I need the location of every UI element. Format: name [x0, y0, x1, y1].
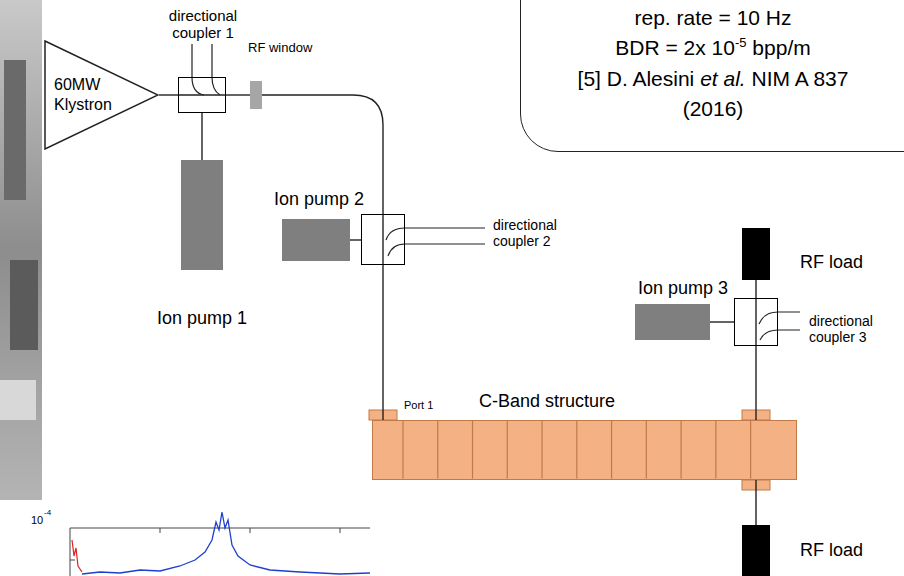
component-label: RF window [248, 41, 312, 56]
accelerating-structure: C-Band structure [372, 420, 797, 480]
component-label: Ion pump 1 [137, 308, 267, 329]
parameter-text: et al. [700, 67, 746, 90]
ion-pump: Ion pump 2 [282, 219, 350, 261]
component-label: RF load [800, 252, 863, 273]
cell-wall [611, 421, 612, 479]
waveguide-connector [201, 113, 202, 160]
parameter-line: [5] D. Alesiniet al.NIM A 837 (2016) [548, 64, 878, 125]
cell-wall [715, 421, 716, 479]
cell-wall [402, 421, 403, 479]
parameter-box: rep. rate = 10 Hz BDR = 2x 10-5 bpp/m [5] D… [520, 0, 904, 152]
directional-coupler: directional coupler 1 [178, 77, 226, 113]
ion-pump: Ion pump 3 [635, 304, 710, 340]
cell-wall [437, 421, 438, 479]
coupler-port [212, 44, 220, 95]
parameter-text: rep. rate = 10 Hz BDR = 2x 10-5 bpp/m [5] D… [548, 3, 878, 125]
cell-wall [576, 421, 577, 479]
ion-pump: Ion pump 1 [181, 160, 223, 270]
waveguide-connector [226, 94, 250, 95]
rf-load: RF load [742, 525, 770, 576]
waveguide-connector [710, 321, 734, 322]
directional-coupler: directional coupler 2 [361, 214, 405, 265]
chart-trace [82, 512, 370, 574]
parameter-line: rep. rate = 10 Hz [548, 3, 878, 33]
coupler-port [759, 312, 800, 324]
waveguide-connector [755, 280, 756, 298]
lab-photo [0, 0, 42, 500]
waveguide-connector [350, 239, 361, 240]
component-label: directional coupler 3 [809, 313, 899, 345]
cell-wall [646, 421, 647, 479]
waveguide-connector [382, 265, 383, 420]
parameter-text: bpp/m [752, 36, 810, 59]
component-label: C-Band structure [479, 391, 615, 412]
waveguide-connector [755, 346, 756, 420]
chart-axis [70, 528, 370, 576]
coupler-waveguide [755, 298, 756, 346]
photo-detail [4, 60, 26, 200]
coupler-port [760, 330, 800, 340]
cell-wall [472, 421, 473, 479]
waveguide-connector [159, 94, 178, 95]
coupler-port [192, 44, 204, 95]
cell-wall [507, 421, 508, 479]
port-label: Port 1 [404, 399, 433, 411]
waveguide-connector [262, 95, 383, 214]
parameter-text: [5] D. Alesini [578, 67, 695, 90]
rf-load: RF load [742, 228, 770, 280]
photo-detail [10, 260, 38, 350]
component-label: RF load [800, 540, 863, 561]
klystron-triangle: 60MW Klystron [44, 40, 159, 150]
parameter-line: BDR = 2x 10-5 bpp/m [548, 33, 878, 63]
coupler-port [388, 244, 485, 256]
waveguide-connector [755, 480, 756, 525]
rf-window: RF window [250, 81, 262, 109]
structure-cells [373, 421, 796, 479]
component-label: directional coupler 2 [493, 217, 583, 249]
component-label: Ion pump 2 [274, 189, 364, 210]
parameter-text: rep. rate = 10 Hz [635, 6, 792, 29]
superscript: -5 [735, 35, 747, 50]
cell-wall [541, 421, 542, 479]
parameter-text: BDR = 2x 10 [615, 36, 735, 59]
chart-tick [70, 528, 340, 560]
directional-coupler: directional coupler 3 [734, 298, 778, 346]
component-label: directional coupler 1 [158, 7, 248, 42]
component-label: Ion pump 3 [638, 278, 728, 299]
cell-wall [750, 421, 751, 479]
cell-wall [680, 421, 681, 479]
component-label: 60MW Klystron [54, 75, 120, 115]
axis-label: 10 [31, 514, 43, 526]
axis-exponent: -4 [44, 509, 51, 518]
photo-detail [0, 380, 36, 420]
klystron-outline [44, 40, 159, 150]
coupler-waveguide [382, 214, 383, 265]
chart-trace [72, 540, 82, 572]
coupler-port [386, 228, 485, 240]
klystron-shape [45, 41, 158, 149]
